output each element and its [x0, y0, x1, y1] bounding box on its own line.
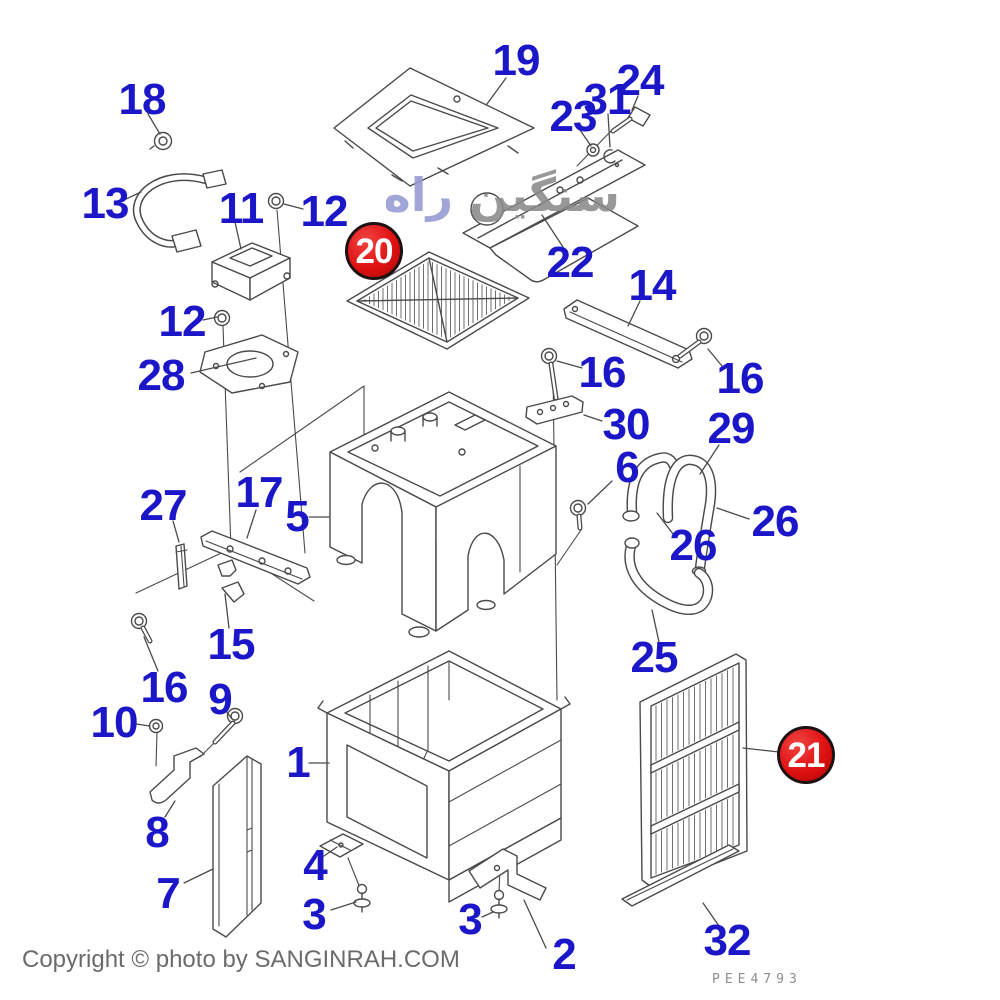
part-16-bolt-right: [677, 327, 713, 359]
callout-9: 9: [208, 675, 233, 724]
callout-16: 16: [578, 348, 627, 397]
callout-32: 32: [703, 916, 752, 965]
part-13-harness: [132, 169, 227, 253]
part-3-bolt-left: [353, 883, 371, 913]
callout-leader-lines: [123, 77, 780, 949]
callout-28: 28: [137, 351, 186, 400]
part-28-gasket-plate: [199, 334, 299, 394]
callout-6: 6: [615, 443, 640, 492]
part-7-side-panel: [212, 755, 262, 938]
callout-1: 1: [286, 738, 311, 787]
callout-31: 31: [583, 75, 632, 124]
part-23-nut: [586, 143, 600, 157]
part-30-plate: [525, 395, 584, 425]
part-27-pin: [175, 543, 188, 590]
callout-2: 2: [552, 930, 577, 979]
callout-7: 7: [156, 869, 181, 918]
copyright-text: Copyright © photo by SANGINRAH.COM: [22, 946, 460, 973]
callout-23: 23: [549, 92, 598, 141]
part-16-bolt-left: [130, 612, 153, 644]
callout-11: 11: [218, 184, 265, 233]
callout-16: 16: [140, 663, 189, 712]
part-3-bolt-right: [490, 889, 508, 919]
callout-30: 30: [602, 400, 651, 449]
part-25-hose: [624, 537, 714, 615]
part-11-controller: [211, 242, 291, 301]
callout-3: 3: [302, 890, 327, 939]
callout-12: 12: [300, 187, 349, 236]
callout-12: 12: [158, 297, 207, 346]
callout-8: 8: [145, 808, 170, 857]
part-5-housing: [329, 391, 557, 638]
part-21-grille: [639, 653, 748, 889]
callout-19: 19: [492, 36, 541, 85]
part-24-bolt: [610, 106, 651, 134]
part-18-grommet: [149, 131, 173, 151]
part-26-hose-clamp: [622, 452, 680, 522]
callout-24: 24: [616, 56, 665, 105]
watermark-sanginrah: سنگین راه: [384, 168, 620, 222]
callout-26: 26: [669, 521, 718, 570]
callout-29: 29: [707, 404, 756, 453]
callout-15: 15: [207, 620, 256, 669]
callout-4: 4: [303, 841, 328, 890]
callout-13: 13: [81, 179, 130, 228]
callout-17: 17: [235, 468, 284, 517]
watermark-word-sangin: سنگین: [469, 168, 620, 222]
part-12-screw-top: [267, 192, 285, 210]
callout-27: 27: [139, 481, 188, 530]
part-2-bracket: [468, 848, 547, 901]
callout-18: 18: [118, 75, 167, 124]
part-12-screw-bottom: [213, 309, 231, 327]
part-1-lower-box: [317, 650, 571, 903]
callout-20-highlighted: 20: [345, 222, 403, 280]
callout-14: 14: [628, 261, 677, 310]
callout-3: 3: [458, 895, 483, 944]
part-22-bracket: [462, 149, 646, 283]
part-10-nut: [148, 718, 164, 734]
callout-25: 25: [630, 633, 679, 682]
plate-code-text: PEE4793: [712, 972, 802, 987]
part-20-filter: [346, 251, 530, 350]
part-32-trim-strip: [621, 844, 740, 907]
callout-10: 10: [90, 698, 139, 747]
callout-26: 26: [751, 497, 800, 546]
part-19-top-cover: [333, 67, 535, 187]
part-15-clamp: [217, 559, 245, 603]
callout-22: 22: [546, 238, 595, 287]
callout-16: 16: [716, 354, 765, 403]
part-9-bolt: [212, 707, 244, 745]
part-16-bolt-top: [540, 347, 559, 401]
callout-21-highlighted: 21: [777, 726, 835, 784]
callout-5: 5: [285, 492, 310, 541]
part-8-bracket: [149, 747, 205, 804]
part-6-screw: [569, 499, 587, 531]
part-31-clip: [603, 149, 620, 168]
part-17-support-bar: [200, 530, 311, 585]
watermark-word-rah: راه: [383, 168, 454, 222]
